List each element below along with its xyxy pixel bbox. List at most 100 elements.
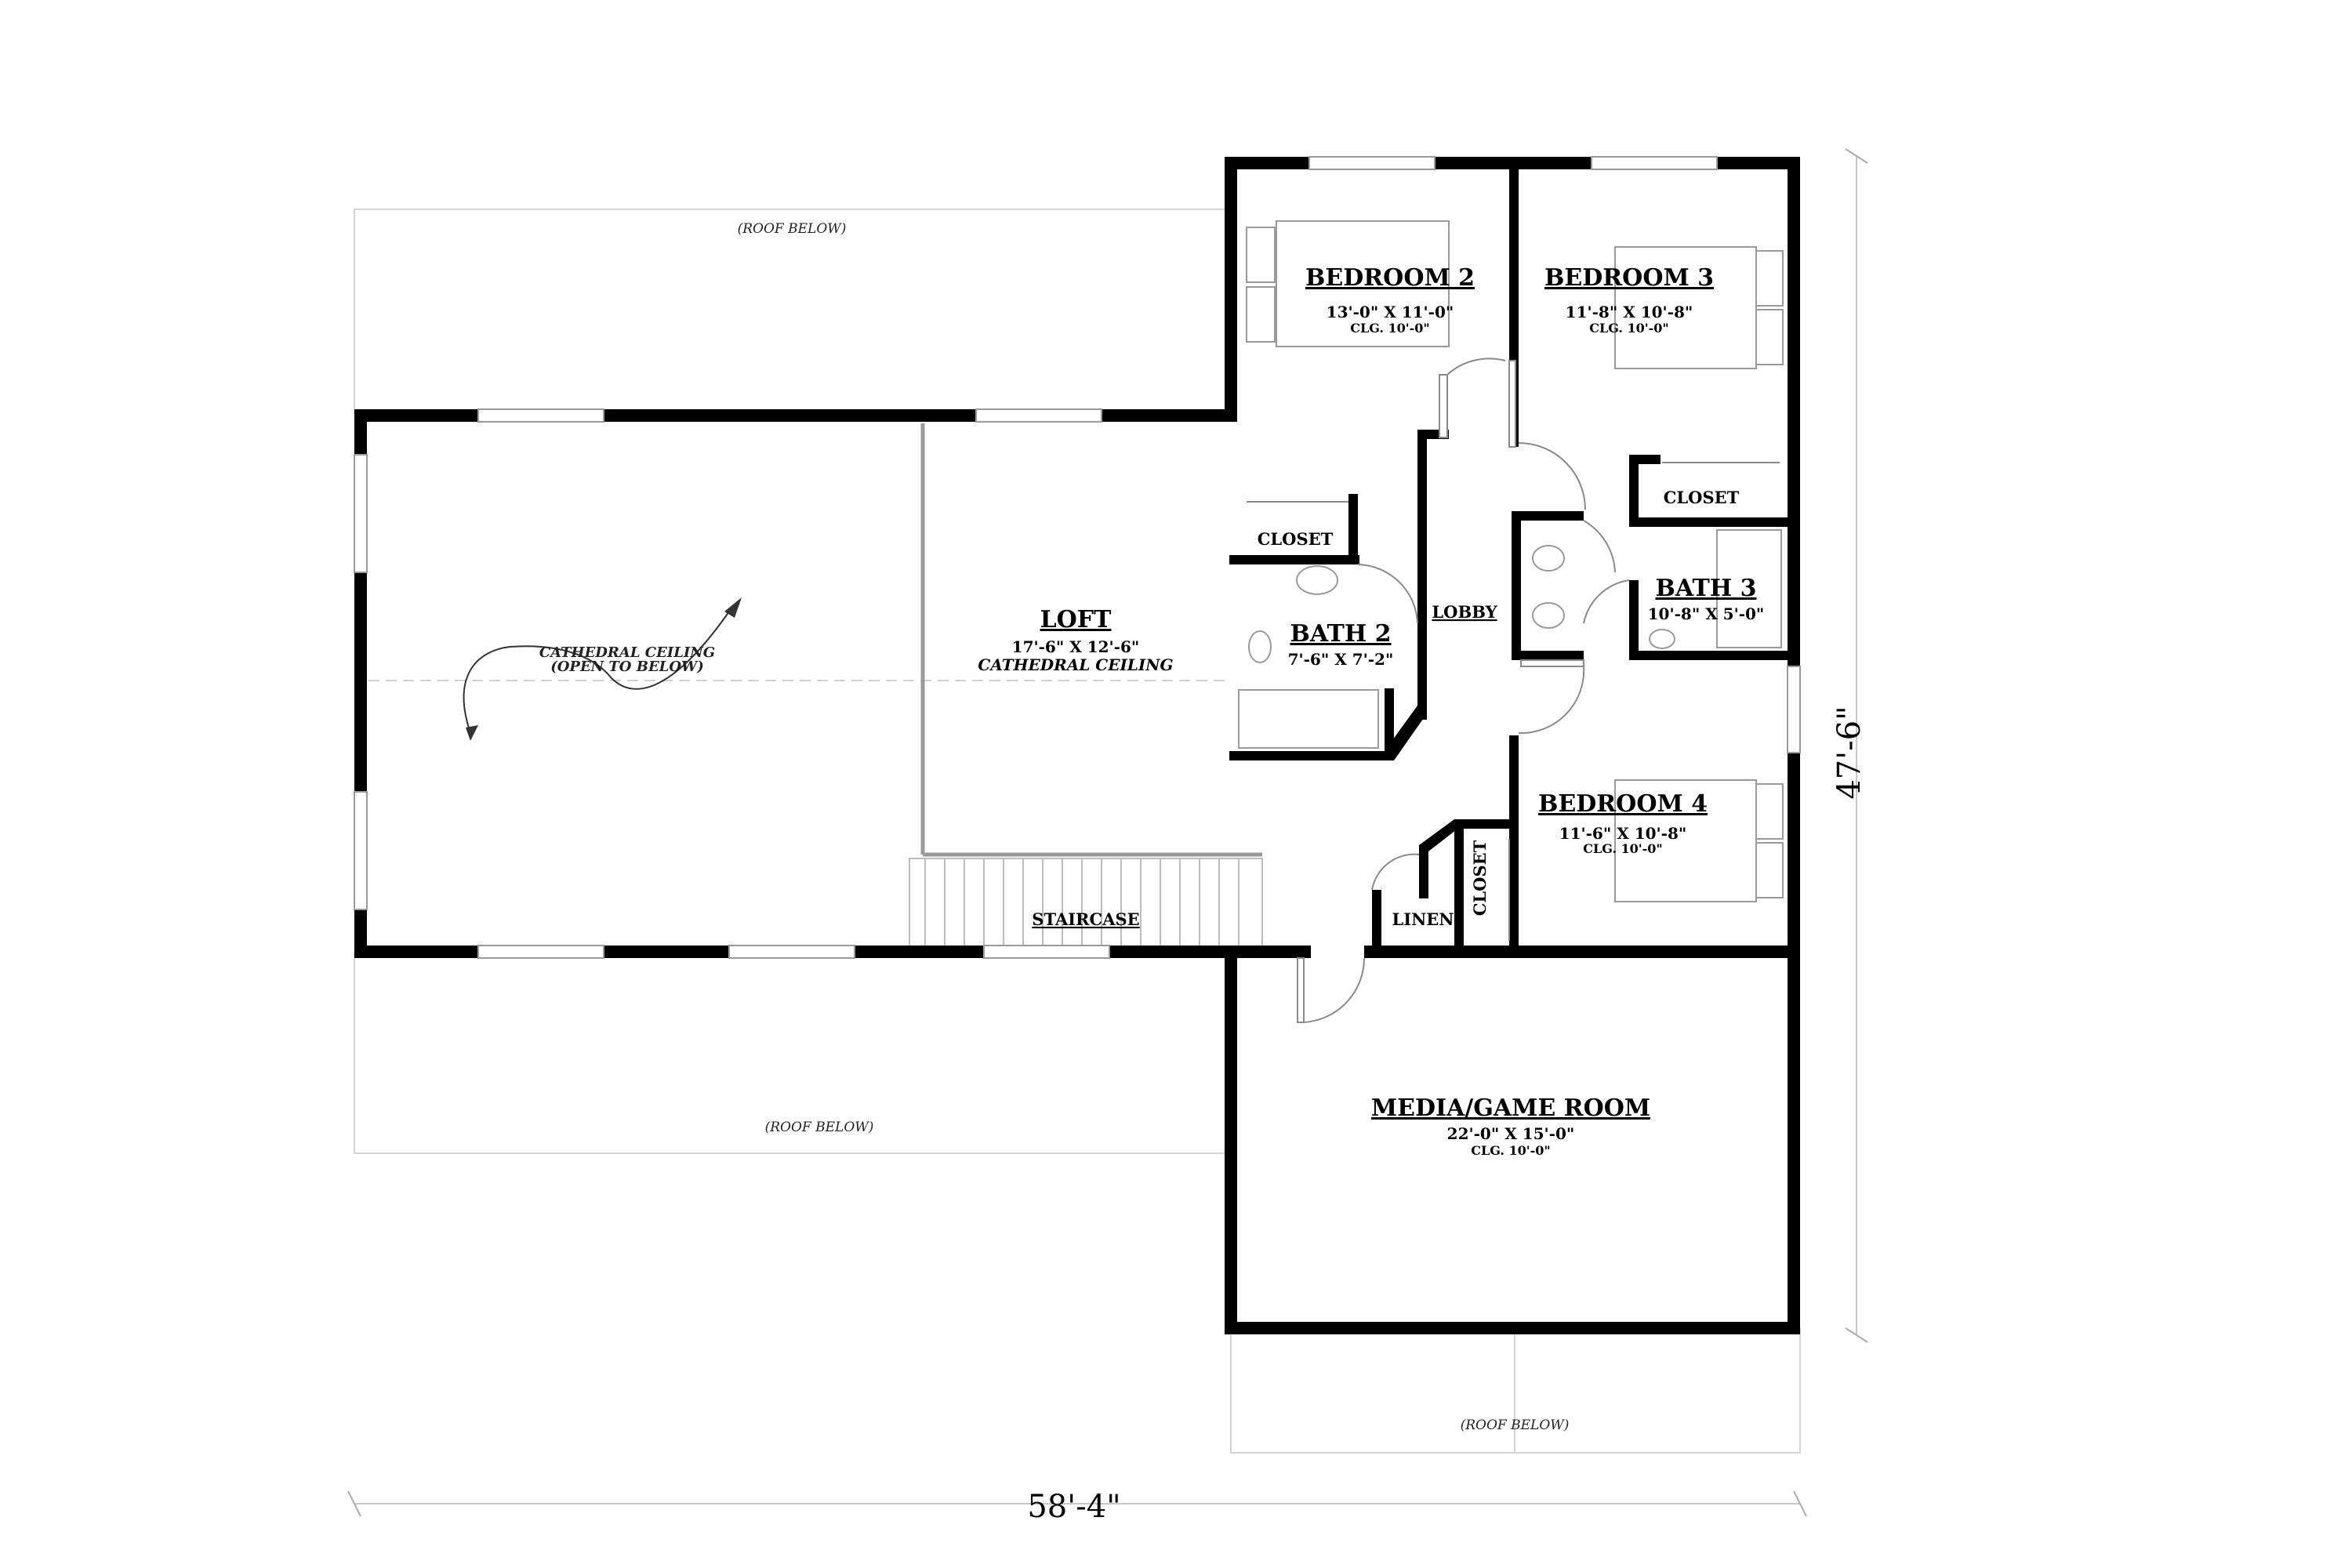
wall-media-north: [1364, 946, 1800, 958]
wall-vanity-west: [1512, 511, 1521, 659]
depth-tick-bottom: [1845, 1327, 1868, 1343]
loft-note: CATHEDRAL CEILING: [978, 655, 1173, 674]
windows: [354, 156, 1801, 959]
fixtures: [1238, 220, 1784, 902]
pillow-bed3-a: [1755, 250, 1784, 307]
bedroom2-size: 13'-0" X 11'-0": [1327, 303, 1454, 321]
window-west-1: [354, 454, 368, 573]
pillow-bed4-a: [1755, 783, 1784, 840]
wall-bath2-bottom: [1229, 751, 1394, 760]
toilet-bath3: [1649, 629, 1675, 649]
pillow-bed2-b: [1246, 286, 1276, 343]
wall-bath3-bottom: [1629, 651, 1800, 660]
wall-closet4-west: [1454, 819, 1464, 958]
loft-name: LOFT: [1040, 606, 1112, 633]
bedroom4-size: 11'-6" X 10'-8": [1559, 824, 1687, 843]
closet-bedroom3-label: CLOSET: [1664, 488, 1740, 507]
wall-east-block-west-upper: [1225, 157, 1237, 422]
door-bed2: [1439, 374, 1448, 438]
wall-bed4-west: [1509, 735, 1519, 958]
lobby-label: LOBBY: [1432, 602, 1497, 622]
bath2-size: 7'-6" X 7'-2": [1288, 650, 1394, 669]
roof-below-left-bottom: (ROOF BELOW): [765, 1120, 874, 1135]
doors: [1247, 358, 1780, 1023]
door-bed2-swing: [1446, 358, 1506, 376]
bedroom2-name: BEDROOM 2: [1305, 264, 1475, 292]
wall-linen-chamfer: [1419, 819, 1460, 851]
cathedral-note-line1: CATHEDRAL CEILING: [539, 644, 715, 661]
wall-vanity-bottom: [1512, 651, 1584, 660]
bath2-name: BATH 2: [1290, 620, 1392, 648]
bath3-name: BATH 3: [1656, 575, 1757, 602]
roof-below-top: (ROOF BELOW): [738, 221, 847, 237]
window-left-south-1: [477, 945, 604, 959]
cathedral-arrow-head-bottom: [466, 725, 478, 741]
depth-tick-top: [1845, 148, 1868, 164]
window-bed2-north: [1308, 156, 1436, 170]
media-room-clg: CLG. 10'-0": [1471, 1143, 1551, 1158]
overall-depth-label: 47'-6": [1831, 706, 1867, 799]
bedroom4-clg: CLG. 10'-0": [1583, 841, 1663, 856]
window-bed3-north: [1591, 156, 1718, 170]
door-bed4-swing: [1518, 666, 1585, 735]
pillow-bed4-b: [1755, 842, 1784, 898]
bath3-size: 10'-8" X 5'-0": [1648, 604, 1765, 623]
bedroom4-name: BEDROOM 4: [1538, 790, 1708, 818]
wall-south: [1225, 1322, 1800, 1334]
width-tick-left: [347, 1490, 361, 1517]
sink-bath2: [1296, 565, 1338, 595]
pillow-bed3-b: [1755, 309, 1784, 365]
cathedral-arrow-head-top: [724, 597, 742, 618]
door-bath3-swing: [1583, 579, 1630, 624]
wall-bath3-west: [1629, 580, 1639, 660]
wall-closet4-top: [1454, 819, 1517, 829]
door-linen-swing: [1371, 853, 1420, 891]
bedroom3-clg: CLG. 10'-0": [1589, 321, 1669, 336]
wall-closet3-top: [1629, 455, 1661, 464]
wall-lobby-west: [1417, 430, 1427, 720]
closet-bedroom2-label: CLOSET: [1258, 529, 1334, 549]
staircase-treads: [909, 858, 1263, 953]
pillow-bed2-a: [1246, 227, 1276, 283]
cathedral-note-line2: (OPEN TO BELOW): [550, 659, 704, 675]
sink-vanity-b: [1532, 602, 1565, 629]
media-room-size: 22'-0" X 15'-0": [1447, 1124, 1575, 1143]
wall-bath3-top: [1629, 517, 1800, 527]
wall-closet2-east: [1348, 494, 1358, 563]
wall-linen-east-upper: [1419, 845, 1428, 898]
door-media: [1297, 957, 1305, 1023]
staircase-outline: [909, 858, 1263, 953]
window-west-2: [354, 791, 368, 910]
door-vanity-swing: [1583, 520, 1616, 573]
window-left-south-3: [983, 945, 1110, 959]
media-room-name: MEDIA/GAME ROOM: [1371, 1094, 1650, 1122]
bedroom3-size: 11'-8" X 10'-8": [1566, 303, 1693, 321]
toilet-bath2: [1248, 630, 1272, 663]
window-left-south-2: [728, 945, 855, 959]
linen-label: LINEN: [1392, 909, 1454, 929]
walls: [354, 157, 1800, 1334]
cathedral-arrow: [463, 611, 730, 734]
bed-bedroom3: [1614, 246, 1757, 369]
window-left-north-2: [975, 408, 1102, 423]
wall-bath2-chamfer: [1385, 706, 1427, 760]
bed-bedroom4: [1614, 779, 1757, 902]
door-media-swing: [1303, 957, 1366, 1023]
wall-media-west: [1225, 946, 1237, 1334]
width-tick-right: [1793, 1490, 1807, 1517]
roof-below-bottom: (ROOF BELOW): [1461, 1417, 1570, 1433]
window-bed4-east: [1787, 666, 1801, 753]
closet-bedroom4-label: CLOSET: [1470, 840, 1490, 916]
bathtub-bath2: [1238, 689, 1379, 749]
shower-bath3: [1716, 529, 1782, 648]
door-bed3: [1508, 360, 1516, 448]
window-left-north-1: [477, 408, 604, 423]
door-bed3-swing: [1518, 442, 1586, 510]
overall-width-label: 58'-4": [1027, 1489, 1120, 1525]
wall-closet3-west: [1629, 455, 1639, 517]
wall-vanity-top: [1512, 511, 1584, 521]
roof-outline-top: [354, 209, 1232, 414]
door-bath2-swing: [1357, 564, 1418, 624]
wall-bath2-tub-end: [1385, 688, 1394, 760]
